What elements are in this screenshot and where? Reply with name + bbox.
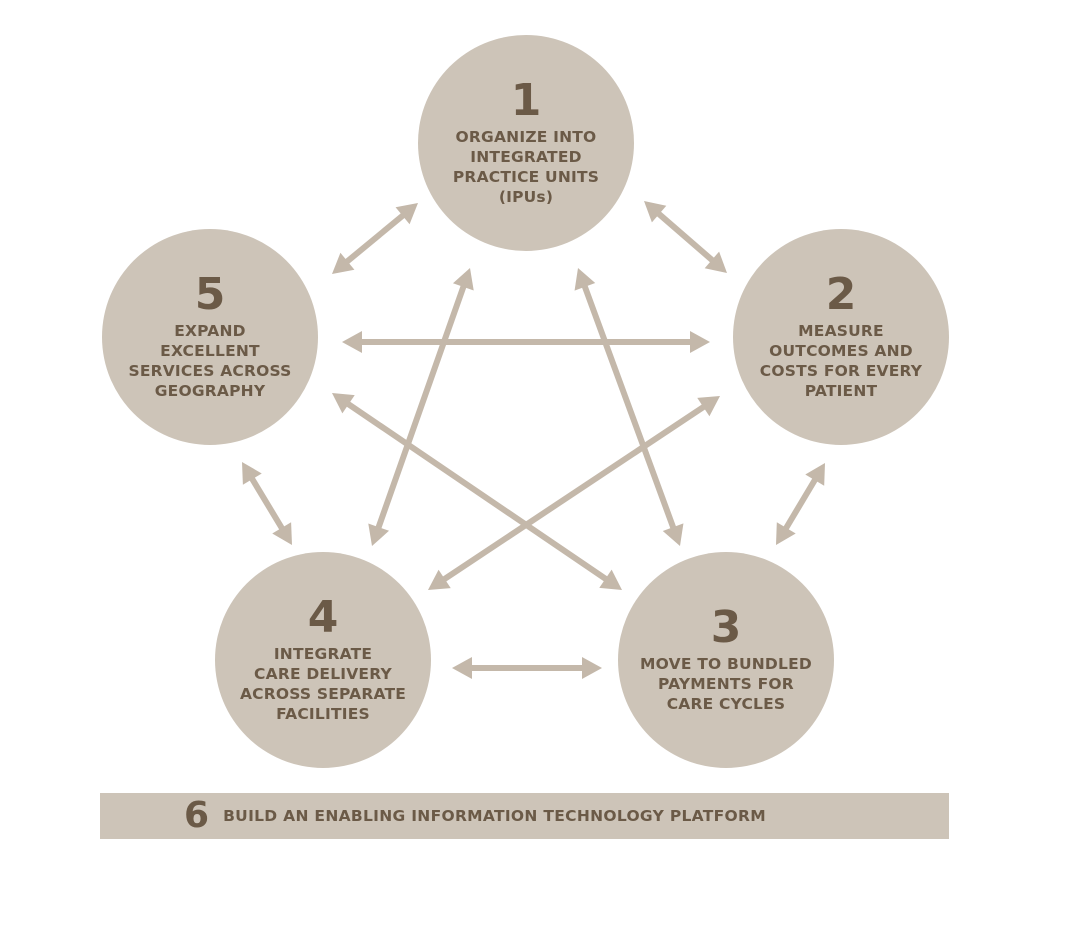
- arrow-2-4: [428, 396, 720, 590]
- arrow-5-4-head-end: [272, 522, 292, 545]
- step-2-circle: 2 MEASURE OUTCOMES AND COSTS FOR EVERY P…: [733, 229, 949, 445]
- arrow-1-5-head-start: [395, 203, 418, 225]
- arrow-1-4-head-end: [368, 523, 390, 546]
- step-1-circle: 1 ORGANIZE INTO INTEGRATED PRACTICE UNIT…: [418, 35, 634, 251]
- arrow-1-2: [644, 201, 727, 273]
- step-3-circle: 3 MOVE TO BUNDLED PAYMENTS FOR CARE CYCL…: [618, 552, 834, 768]
- arrow-2-3-head-start: [805, 463, 825, 486]
- arrow-1-4: [368, 268, 474, 546]
- step-5-label: EXPAND EXCELLENT SERVICES ACROSS GEOGRAP…: [128, 322, 292, 400]
- step-2-number: 2: [825, 269, 857, 320]
- arrow-2-3-head-end: [776, 522, 796, 545]
- arrow-5-4: [242, 462, 292, 545]
- arrow-5-3-head-start: [332, 393, 355, 414]
- arrow-1-3: [574, 268, 684, 546]
- platform-number: 6: [184, 795, 210, 836]
- step-3-label: MOVE TO BUNDLED PAYMENTS FOR CARE CYCLES: [640, 655, 812, 713]
- arrow-5-2-head-end: [690, 331, 710, 353]
- arrow-1-4-head-start: [452, 268, 474, 291]
- step-4-label: INTEGRATE CARE DELIVERY ACROSS SEPARATE …: [239, 645, 407, 723]
- arrow-1-3-head-start: [574, 268, 596, 291]
- arrow-5-3: [332, 393, 622, 590]
- step-4-number: 4: [307, 592, 339, 643]
- arrow-1-2-head-end: [704, 251, 727, 273]
- step-5-circle: 5 EXPAND EXCELLENT SERVICES ACROSS GEOGR…: [102, 229, 318, 445]
- step-5-number: 5: [194, 269, 226, 320]
- arrow-5-2: [342, 331, 710, 353]
- step-2-label: MEASURE OUTCOMES AND COSTS FOR EVERY PAT…: [759, 322, 923, 400]
- platform-bar: 6 BUILD AN ENABLING INFORMATION TECHNOLO…: [100, 793, 949, 839]
- arrow-2-4-head-end: [428, 569, 451, 590]
- arrow-1-5: [332, 203, 418, 274]
- step-3-number: 3: [710, 602, 742, 653]
- arrow-2-4-head-start: [697, 396, 720, 417]
- arrow-1-2-head-start: [644, 201, 667, 223]
- step-4-circle: 4 INTEGRATE CARE DELIVERY ACROSS SEPARAT…: [215, 552, 431, 768]
- arrow-2-3: [776, 463, 825, 545]
- arrow-5-2-head-start: [342, 331, 362, 353]
- step-1-number: 1: [510, 75, 542, 126]
- arrow-5-4-head-start: [242, 462, 262, 485]
- arrow-4-3: [452, 657, 602, 679]
- arrow-1-3-head-end: [662, 523, 684, 546]
- arrow-4-3-head-end: [582, 657, 602, 679]
- arrow-1-5-head-end: [332, 252, 355, 274]
- arrow-5-3-head-end: [599, 569, 622, 590]
- platform-label: BUILD AN ENABLING INFORMATION TECHNOLOGY…: [223, 807, 766, 825]
- arrow-4-3-head-start: [452, 657, 472, 679]
- step-1-label: ORGANIZE INTO INTEGRATED PRACTICE UNITS …: [452, 128, 600, 206]
